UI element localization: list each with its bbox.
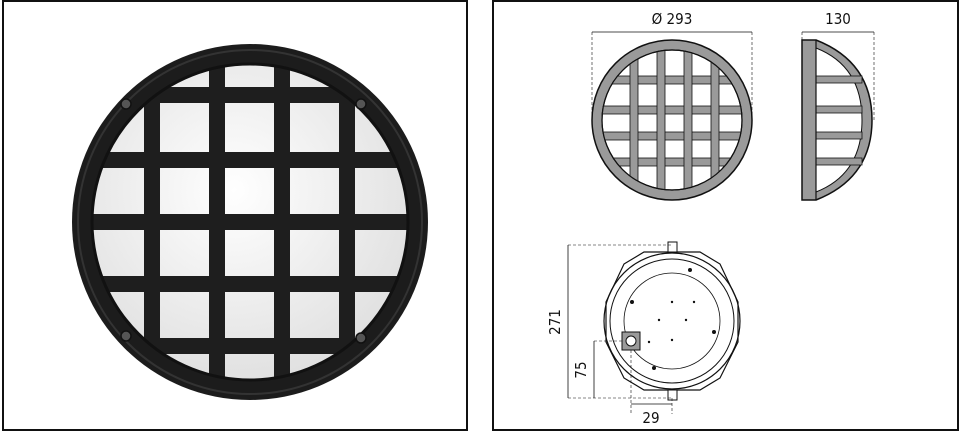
- dimension-drawing: Ø 293 130: [546, 10, 875, 427]
- height-dimension: 271: [546, 244, 672, 399]
- screw-icon: [355, 332, 367, 344]
- product-photo-panel: [2, 0, 468, 431]
- screw-icons: [120, 98, 367, 344]
- diameter-label: Ø 293: [652, 10, 693, 28]
- height-label: 271: [546, 309, 564, 335]
- technical-drawing-panel: Ø 293 130: [492, 0, 959, 431]
- screw-icon: [355, 98, 367, 110]
- mount-offset-label: 29: [642, 409, 659, 427]
- lamp-photo: [72, 44, 428, 400]
- back-view: [603, 241, 741, 401]
- side-view: [801, 39, 873, 201]
- mount-offset-dimension: 29: [630, 350, 673, 427]
- depth-dimension: 130: [801, 10, 875, 120]
- screw-icon: [120, 98, 132, 110]
- lamp-grid: [92, 64, 408, 380]
- mount-height-dimension: 75: [572, 340, 622, 398]
- depth-label: 130: [825, 10, 851, 28]
- diameter-dimension: Ø 293: [591, 10, 753, 120]
- screw-icon: [120, 330, 132, 342]
- mount-height-label: 75: [572, 361, 590, 378]
- front-view: [591, 39, 753, 201]
